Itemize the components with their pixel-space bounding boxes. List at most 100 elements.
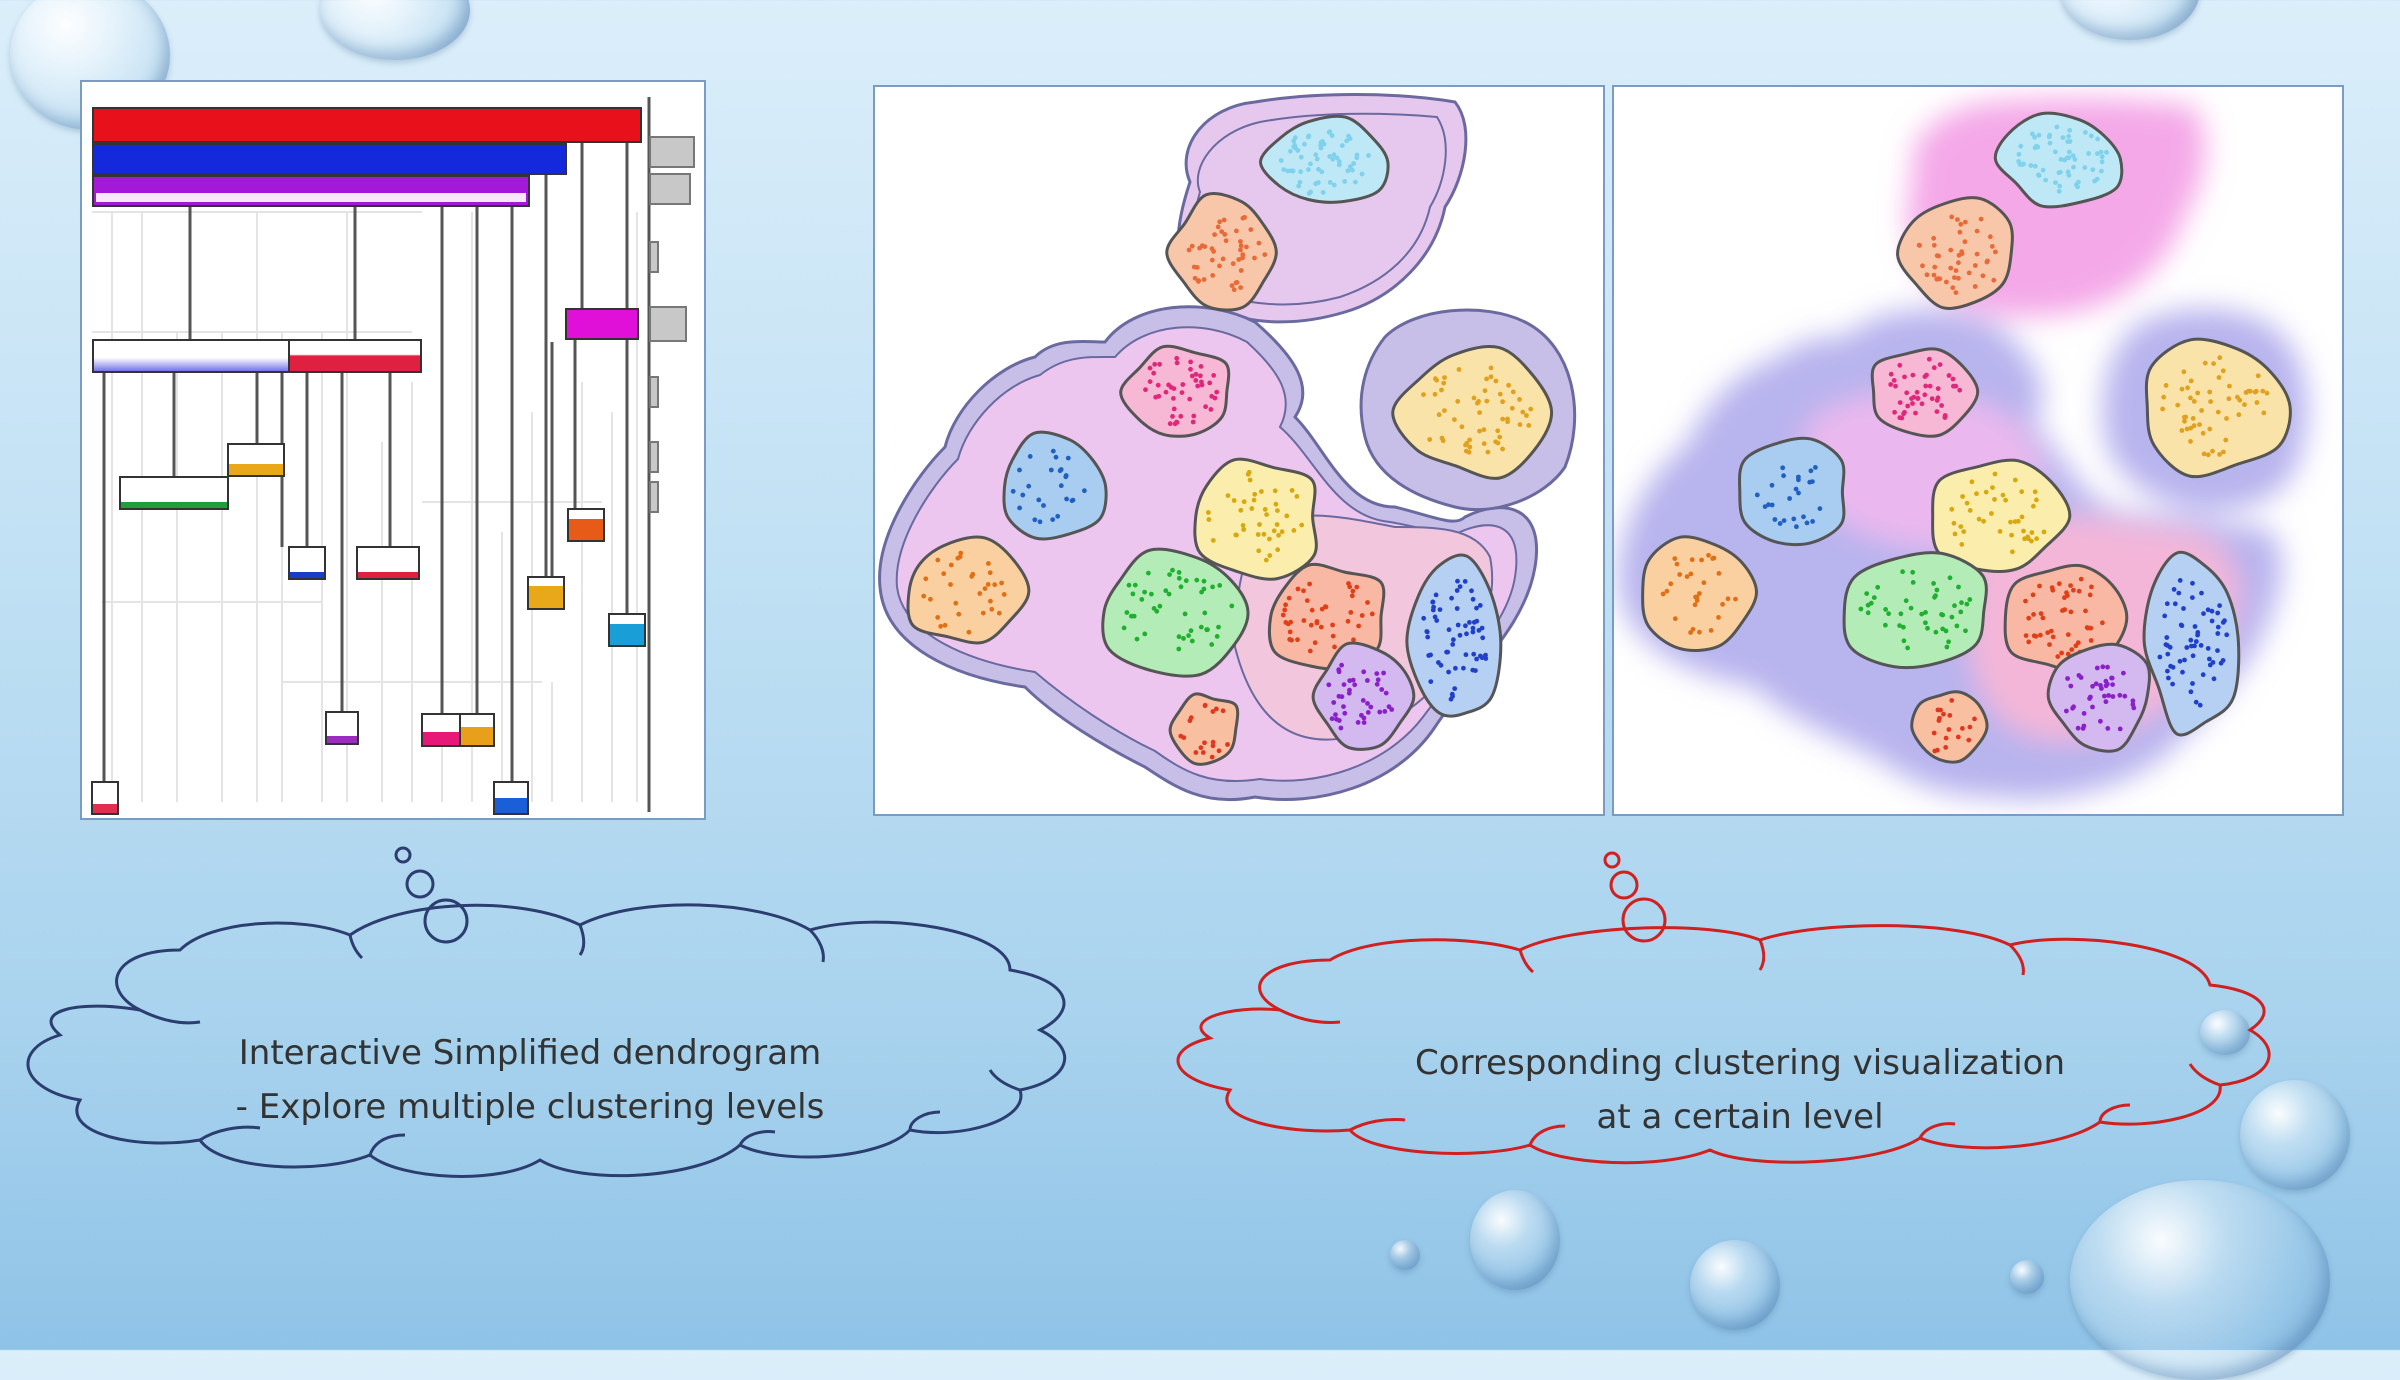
data-point — [1210, 538, 1216, 543]
data-point — [1210, 709, 1216, 714]
cluster-visualization-nested-outlines[interactable] — [873, 85, 1605, 816]
cluster-green[interactable] — [1842, 551, 1988, 670]
data-point — [1946, 373, 1952, 378]
data-point — [1421, 615, 1427, 621]
data-point — [1958, 524, 1964, 529]
data-point — [1225, 493, 1231, 498]
leaf-color-stripe — [358, 572, 418, 578]
cluster-blue[interactable] — [1738, 436, 1846, 547]
dendrogram-node[interactable] — [565, 308, 639, 340]
data-point — [2215, 610, 2221, 616]
level-slider-handle[interactable] — [649, 136, 695, 168]
data-point — [1931, 581, 1936, 586]
data-point — [1146, 570, 1151, 576]
data-point — [1374, 681, 1380, 687]
data-point — [1188, 628, 1194, 634]
cluster-salmon[interactable] — [1896, 196, 2014, 310]
data-point — [1124, 610, 1130, 615]
data-point — [1057, 468, 1063, 474]
data-point — [1526, 423, 1532, 428]
data-point — [2049, 585, 2055, 590]
data-point — [1220, 708, 1226, 714]
data-point — [1167, 572, 1172, 577]
data-point — [1495, 428, 1501, 434]
data-point — [2088, 638, 2094, 643]
dendrogram-node[interactable] — [92, 143, 567, 175]
cluster-visualization-soft-halos[interactable] — [1612, 85, 2344, 816]
cluster-gold[interactable] — [1193, 457, 1318, 581]
cluster-brick[interactable] — [1168, 692, 1240, 766]
right-caption-line1: Corresponding clustering visualization — [1414, 1043, 2066, 1083]
data-point — [1241, 499, 1247, 505]
data-point — [1960, 726, 1965, 731]
dendrogram-leaf-nodes[interactable] — [91, 443, 646, 815]
data-point — [1871, 595, 1877, 600]
data-point — [921, 593, 927, 599]
data-point — [2190, 681, 2195, 686]
data-point — [1238, 507, 1244, 513]
data-point — [2264, 390, 2270, 396]
data-point — [1359, 613, 1365, 618]
data-point — [2098, 683, 2103, 688]
data-point — [1280, 612, 1286, 618]
data-point — [2199, 408, 2204, 413]
dendrogram-root-node[interactable] — [92, 107, 642, 143]
data-point — [1149, 591, 1154, 597]
data-point — [1949, 614, 1955, 620]
data-point — [2207, 389, 2213, 395]
data-point — [1284, 513, 1290, 519]
cluster-yellow[interactable] — [1391, 345, 1554, 480]
data-point — [1481, 427, 1487, 433]
data-point — [1308, 161, 1313, 167]
data-point — [2066, 149, 2072, 155]
data-point — [1916, 242, 1922, 248]
dendrogram-top-bars[interactable] — [92, 107, 642, 207]
data-point — [1937, 276, 1943, 282]
cluster-blue[interactable] — [1002, 430, 1108, 541]
data-point — [1471, 651, 1477, 657]
data-point — [2166, 675, 2171, 681]
data-point — [1794, 524, 1799, 530]
data-point — [2057, 183, 2063, 189]
dendrogram-node[interactable] — [92, 339, 290, 373]
data-point — [1868, 600, 1874, 606]
data-point — [1953, 290, 1959, 295]
cluster-navy[interactable] — [2142, 550, 2241, 737]
data-point — [1346, 133, 1351, 139]
data-point — [1953, 383, 1959, 389]
cluster-gold[interactable] — [1931, 458, 2072, 573]
data-point — [2201, 611, 2206, 616]
data-point — [2188, 425, 2194, 431]
cluster-brick[interactable] — [1910, 690, 1989, 764]
data-point — [1959, 542, 1965, 547]
data-point — [1453, 665, 1458, 671]
data-point — [1330, 156, 1336, 162]
data-point — [1238, 239, 1243, 244]
data-point — [1246, 469, 1252, 475]
data-point — [1962, 239, 1968, 245]
data-point — [1017, 505, 1022, 511]
cluster-salmon[interactable] — [1165, 192, 1278, 312]
dendrogram-node[interactable] — [288, 339, 422, 373]
data-point — [2178, 622, 2184, 628]
level-slider-handle[interactable] — [649, 306, 687, 342]
data-point — [2029, 538, 2034, 544]
data-point — [2102, 693, 2107, 699]
data-point — [1932, 264, 1938, 270]
data-point — [1957, 229, 1963, 235]
data-point — [2130, 698, 2136, 704]
cluster-navy[interactable] — [1405, 553, 1503, 718]
data-point — [2008, 519, 2013, 525]
data-point — [1143, 387, 1148, 393]
data-point — [1958, 221, 1964, 227]
level-slider-handle[interactable] — [649, 173, 691, 205]
data-point — [1470, 596, 1476, 602]
dendrogram-panel[interactable] — [80, 80, 706, 820]
data-point — [1231, 287, 1237, 293]
data-point — [1193, 371, 1199, 377]
data-point — [2253, 388, 2259, 394]
data-point — [2068, 683, 2074, 689]
data-point — [1195, 383, 1201, 389]
data-point — [1026, 483, 1032, 489]
data-point — [1336, 159, 1342, 164]
